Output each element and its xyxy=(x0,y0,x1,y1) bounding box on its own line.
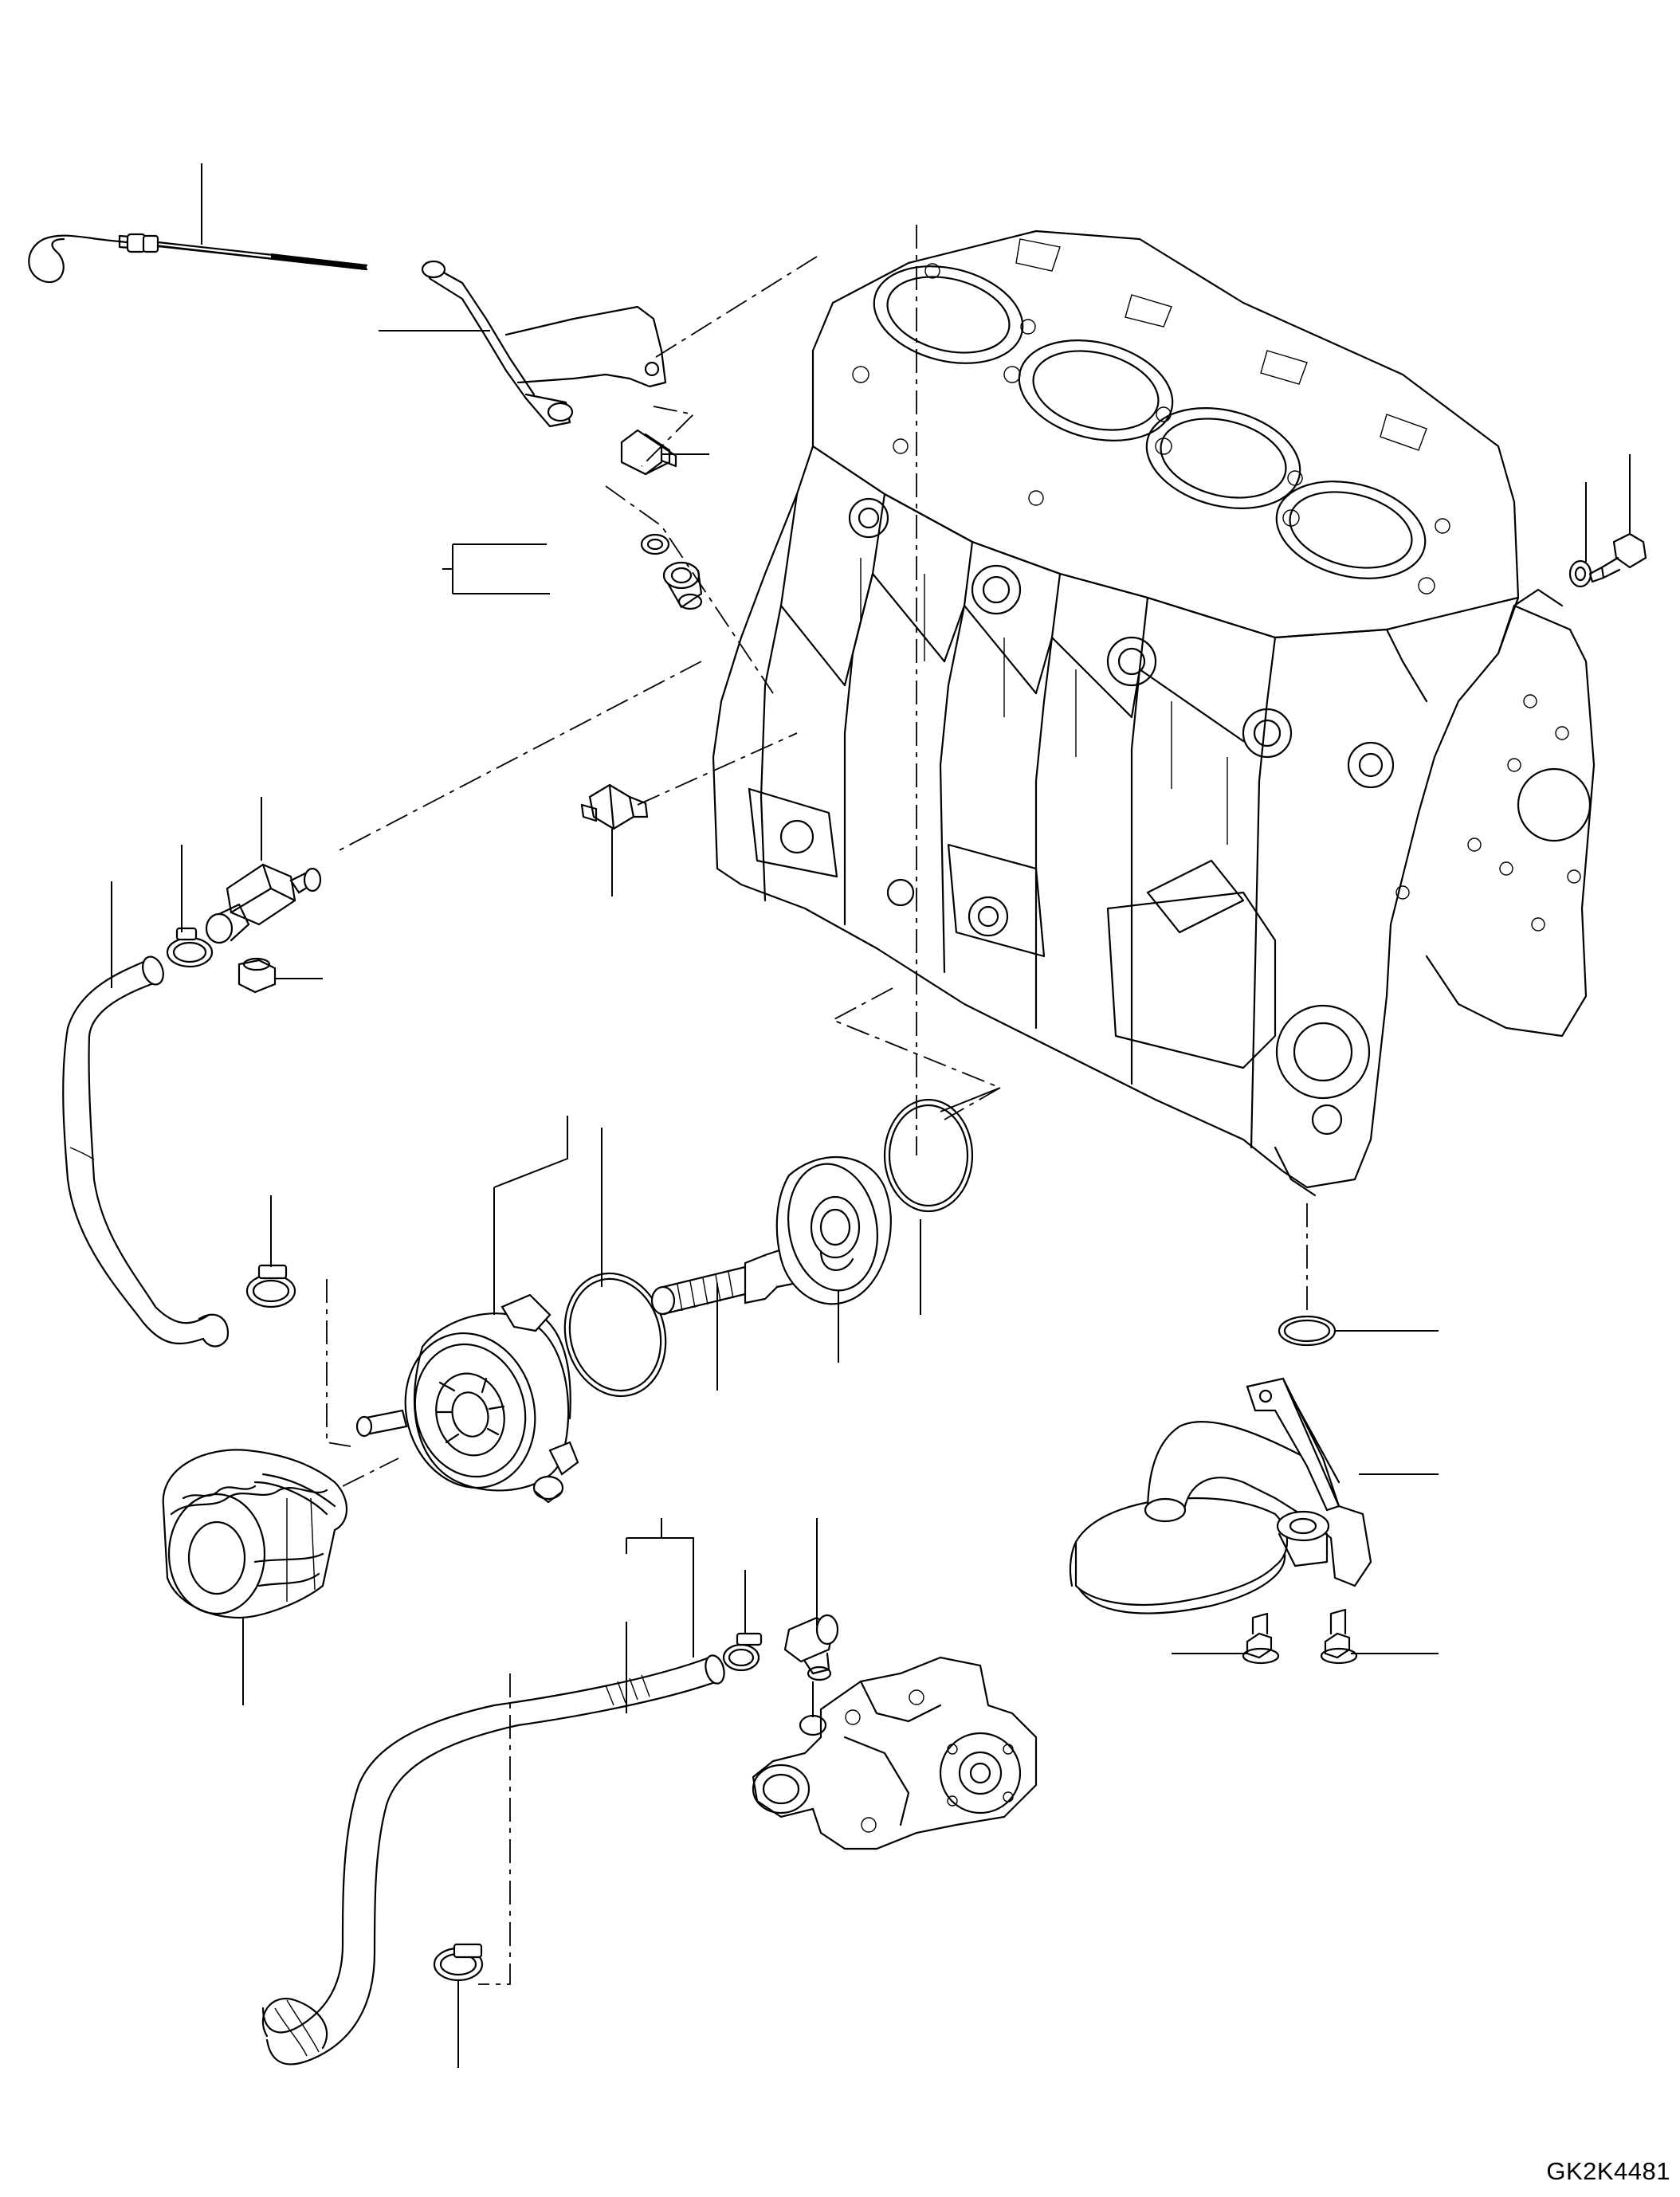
o-ring-small xyxy=(640,533,670,555)
oil-filter xyxy=(162,1449,347,1619)
oil-cooler-hose-upper xyxy=(62,955,230,1348)
oil-cooler-cover xyxy=(775,1156,892,1305)
strainer-o-ring xyxy=(1278,1315,1337,1347)
leader-lines xyxy=(111,163,1631,2068)
cooler-gasket xyxy=(563,1272,667,1398)
block-washer xyxy=(1568,559,1592,588)
strainer-bolt xyxy=(1320,1608,1358,1665)
cover-gasket xyxy=(883,1098,974,1213)
oil-cooler-hose-lower xyxy=(261,1654,725,2066)
cylinder-block xyxy=(712,230,1596,1197)
oil-pressure-switch xyxy=(580,783,649,830)
oil-cooler xyxy=(404,1293,579,1504)
oil-dipstick xyxy=(28,233,368,284)
elbow-joint xyxy=(783,1614,839,1681)
guide-tube-adapter xyxy=(662,561,703,610)
block-bolt xyxy=(1588,532,1647,583)
guide-tube-bolt xyxy=(620,429,677,476)
drawing-code: GK2K4481 xyxy=(1546,2157,1670,2185)
hose-joint xyxy=(205,863,322,944)
water-pump xyxy=(752,1656,1038,1850)
assembly-lines xyxy=(326,225,1308,1985)
oil-cooler-inlet xyxy=(355,1409,408,1438)
plug xyxy=(237,957,277,994)
hose-clamp xyxy=(722,1632,763,1672)
dipstick-guide-tube xyxy=(421,260,667,428)
oil-strainer xyxy=(1069,1377,1372,1614)
strainer-bolt xyxy=(1242,1612,1280,1665)
hose-clamp xyxy=(166,927,214,968)
hose-clamp xyxy=(245,1264,296,1308)
hose-clamp xyxy=(433,1943,484,1982)
